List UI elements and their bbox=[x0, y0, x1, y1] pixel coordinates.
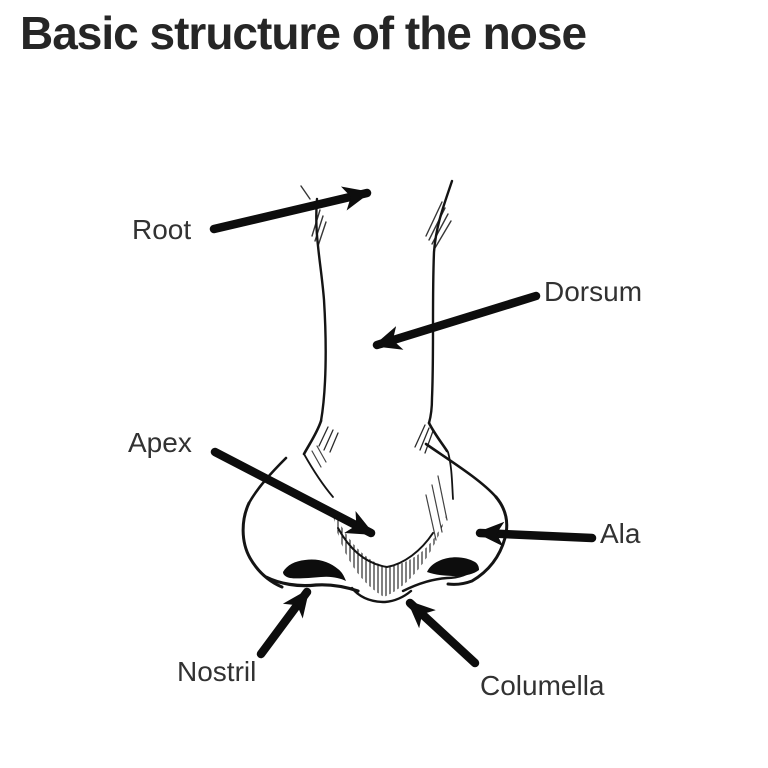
tip-crease-inner-stroke bbox=[337, 527, 434, 568]
label-dorsum: Dorsum bbox=[544, 276, 643, 307]
label-nostril: Nostril bbox=[177, 656, 257, 687]
page-title: Basic structure of the nose bbox=[20, 7, 587, 59]
tip-crease-band bbox=[331, 503, 449, 597]
annotation-arrows bbox=[209, 186, 597, 668]
ala-arrow bbox=[475, 521, 597, 547]
label-root: Root bbox=[132, 214, 192, 245]
left-crease-hatching bbox=[311, 445, 327, 468]
label-ala: Ala bbox=[600, 518, 641, 549]
right-ala-outline bbox=[446, 495, 509, 586]
left-ala-rim bbox=[264, 575, 360, 593]
bridge-right-fork bbox=[427, 421, 449, 453]
bridge-left-line bbox=[315, 197, 327, 423]
label-apex: Apex bbox=[128, 427, 192, 458]
apex-arrow bbox=[210, 447, 376, 538]
columella-curve bbox=[350, 586, 413, 604]
dorsum-arrow bbox=[372, 291, 541, 350]
nostril-arrow bbox=[256, 587, 312, 659]
label-columella: Columella bbox=[480, 670, 605, 701]
nose-sketch bbox=[241, 179, 509, 604]
bridge-left-fork-hatching bbox=[318, 426, 339, 453]
left-crease-line bbox=[303, 453, 334, 498]
bridge-right-fork-hatching bbox=[414, 424, 434, 454]
right-flare-line bbox=[424, 442, 498, 499]
right-nostril-shape bbox=[427, 557, 479, 576]
left-nostril-shape bbox=[283, 559, 346, 581]
left-ala-outline bbox=[241, 501, 284, 589]
right-crease-hatching bbox=[425, 475, 448, 541]
columella-arrow bbox=[405, 598, 480, 668]
right-crease-line bbox=[447, 451, 454, 500]
bridge-right-top-hatching bbox=[425, 201, 452, 249]
bridge-left-fork bbox=[302, 419, 323, 456]
root-arrow bbox=[209, 186, 372, 234]
bridge-left-top-hatching bbox=[300, 185, 327, 247]
